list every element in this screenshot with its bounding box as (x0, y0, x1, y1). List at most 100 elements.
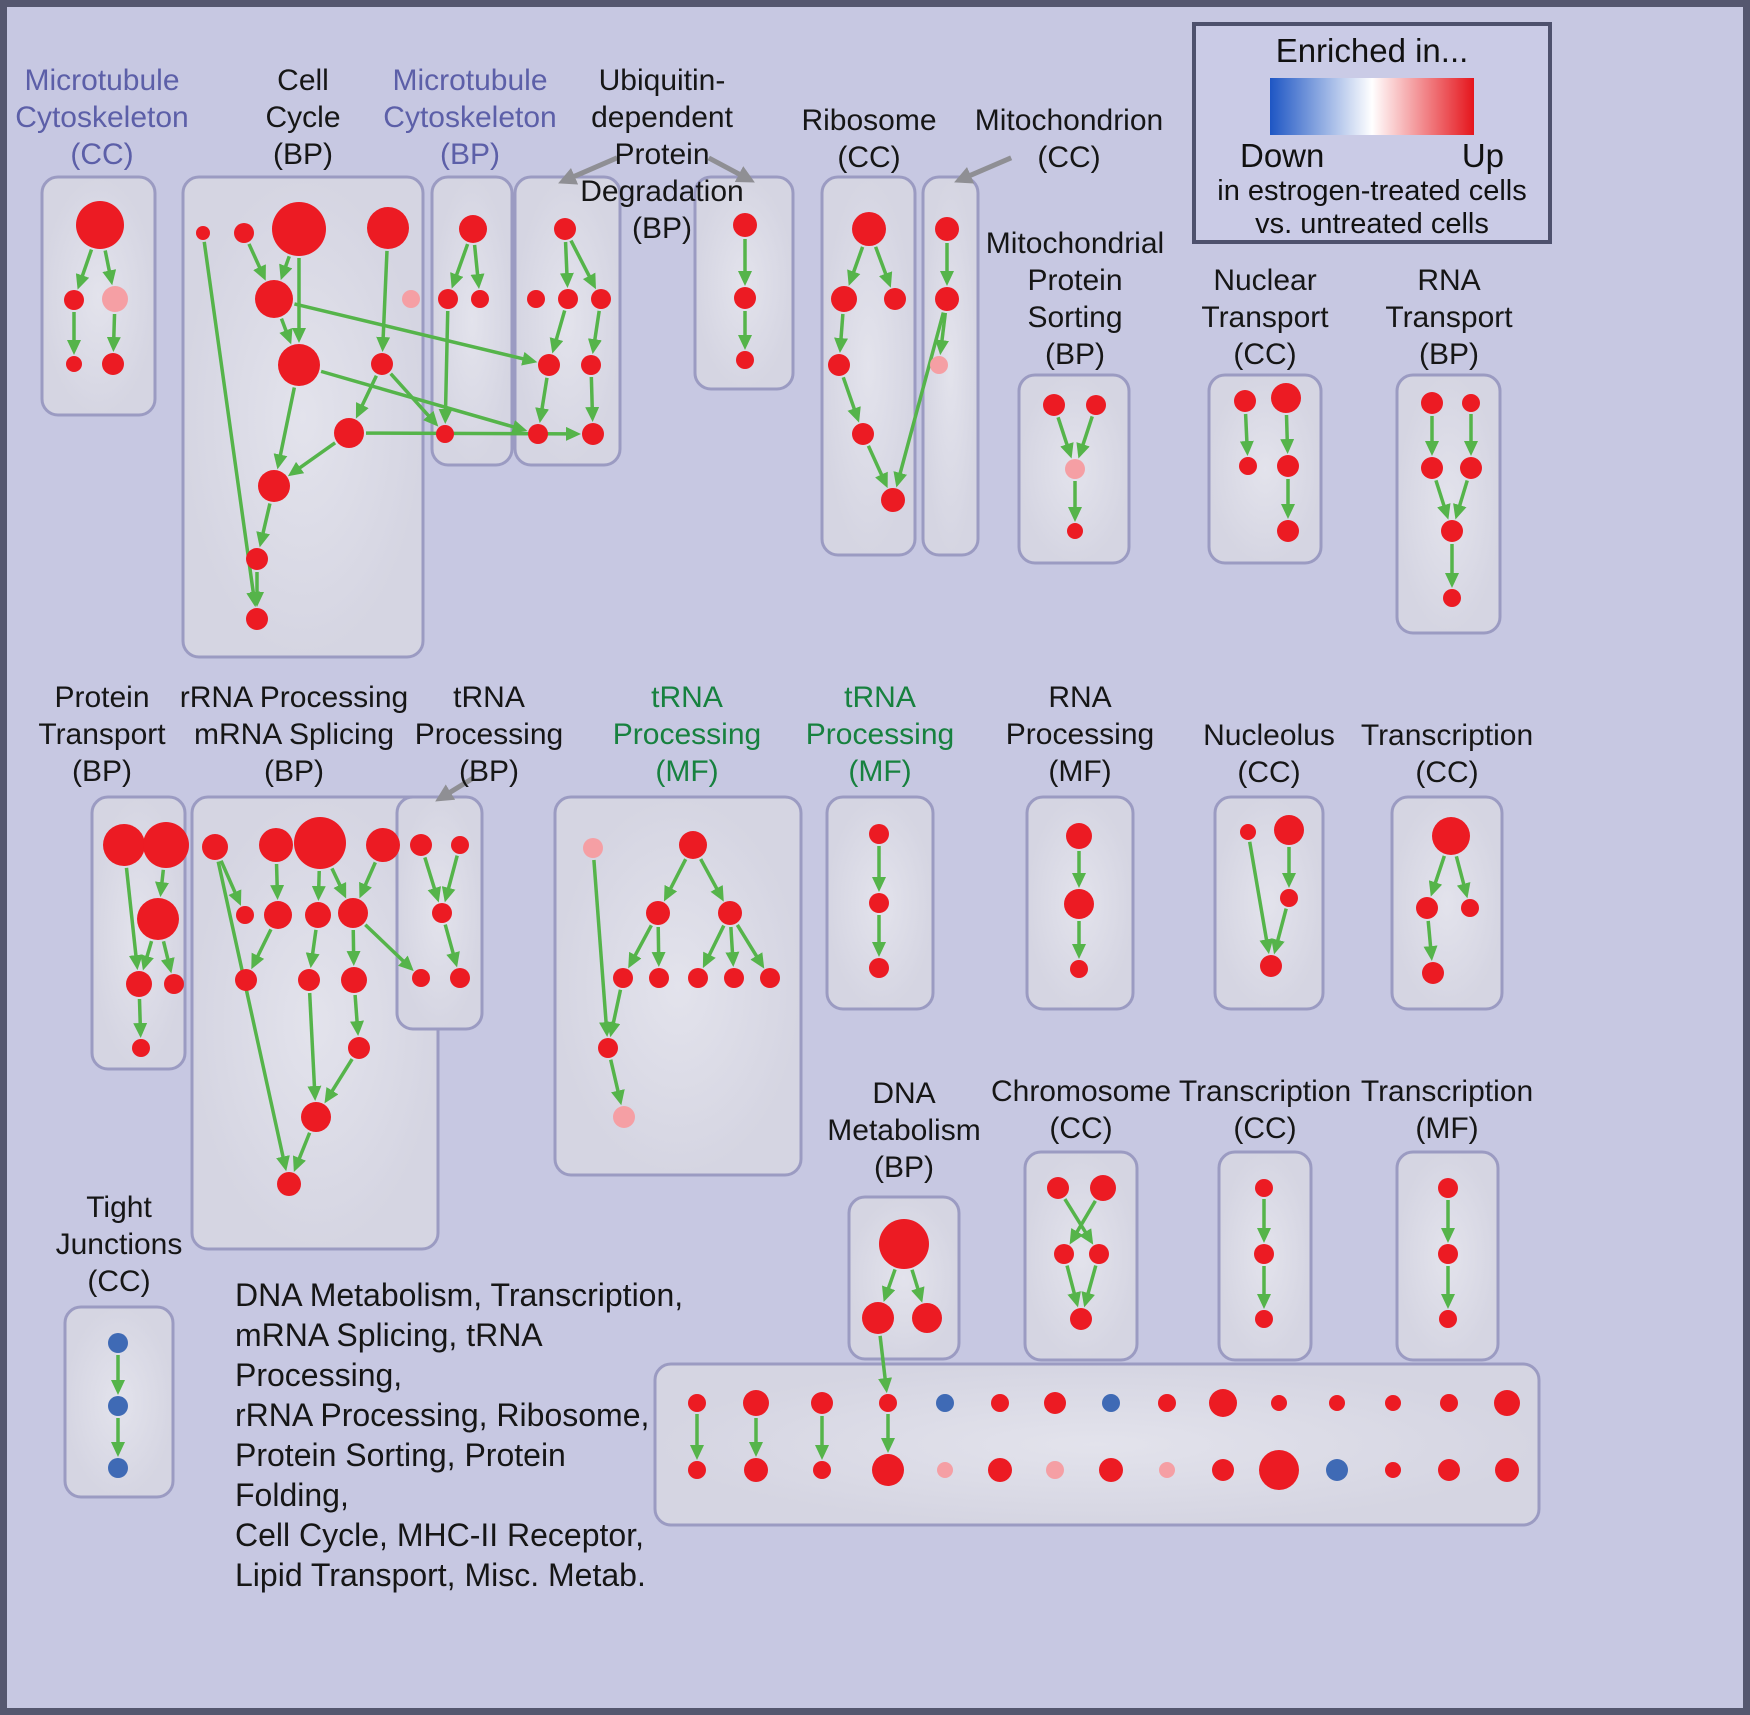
go-node-misc-clusters-2 (811, 1392, 833, 1414)
go-node-transcription-cc-upper-2 (1461, 899, 1479, 917)
cross-edge-arrow (893, 312, 946, 488)
label-trna-processing-mf-2: tRNA Processing (MF) (805, 681, 955, 788)
go-node-ubiquitin-degradation-bp-left-7 (582, 423, 604, 445)
edge-arrow (725, 926, 740, 968)
go-node-misc-clusters-1 (743, 1390, 769, 1416)
go-node-rrna-processing-mrna-splicing-bp-5 (264, 901, 292, 929)
go-node-ribosome-cc-5 (881, 488, 905, 512)
go-node-trna-processing-mf-large-8 (760, 968, 780, 988)
go-node-misc-clusters-4 (936, 1394, 954, 1412)
go-node-nucleolus-cc-0 (1240, 824, 1256, 840)
go-node-rna-processing-mf-2 (1070, 960, 1088, 978)
edge-arrow (1423, 920, 1438, 962)
go-node-transcription-cc-lower-0 (1255, 1179, 1273, 1197)
edge-arrow (106, 313, 121, 353)
go-node-misc-clusters-17 (813, 1461, 831, 1479)
label-chromosome-cc: Chromosome (CC) (990, 1075, 1172, 1145)
go-node-protein-transport-bp-5 (132, 1039, 150, 1057)
go-node-ubiquitin-degradation-bp-left-2 (558, 289, 578, 309)
go-node-ubiquitin-degradation-bp-left-6 (528, 424, 548, 444)
go-node-transcription-cc-upper-0 (1432, 817, 1470, 855)
legend-subtitle-2: vs. untreated cells (1255, 208, 1489, 240)
go-node-misc-clusters-3 (879, 1394, 897, 1412)
cluster-box-misc-clusters (653, 1362, 1541, 1527)
label-trna-processing-bp: tRNA Processing (BP) (414, 681, 564, 788)
go-node-chromosome-cc-0 (1047, 1177, 1069, 1199)
edge-arrow (359, 861, 377, 899)
edge-arrow (847, 246, 865, 286)
go-node-microtubule-cytoskeleton-cc-0 (76, 201, 124, 249)
cluster-box-chromosome-cc (1023, 1150, 1139, 1362)
go-node-ribosome-cc-0 (852, 212, 886, 246)
go-node-misc-clusters-9 (1209, 1389, 1237, 1417)
edge-arrow (1434, 479, 1451, 520)
edge-arrow (450, 243, 470, 289)
label-rrna-processing-mrna-splicing-bp: rRNA Processing mRNA Splicing (BP) (179, 681, 409, 788)
edge-arrow (133, 998, 148, 1039)
go-node-ribosome-cc-3 (828, 354, 850, 376)
edge-arrow (160, 940, 175, 974)
go-node-protein-transport-bp-2 (137, 898, 179, 940)
go-node-rrna-processing-mrna-splicing-bp-3 (366, 828, 400, 862)
go-node-mitochondrion-cc-0 (935, 217, 959, 241)
legend-down-label: Down (1240, 137, 1325, 174)
go-node-rrna-processing-mrna-splicing-bp-6 (305, 902, 331, 928)
label-transcription-cc-lower: Transcription (CC) (1178, 1075, 1352, 1145)
go-node-rrna-processing-mrna-splicing-bp-0 (202, 834, 228, 860)
label-transcription-cc-upper: Transcription (CC) (1360, 719, 1534, 789)
go-node-tight-junctions-cc-2 (108, 1458, 128, 1478)
edge-arrow (569, 239, 596, 290)
go-node-rrna-processing-mrna-splicing-bp-11 (348, 1037, 370, 1059)
go-node-trna-processing-bp-4 (450, 968, 470, 988)
go-node-ubiquitin-degradation-bp-left-1 (527, 290, 545, 308)
go-node-chromosome-cc-1 (1090, 1175, 1116, 1201)
label-nuclear-transport-cc: Nuclear Transport (CC) (1201, 264, 1329, 371)
go-node-trna-processing-bp-3 (412, 969, 430, 987)
edge-arrow (1454, 855, 1471, 899)
go-node-mitochondrial-protein-sorting-bp-2 (1065, 459, 1085, 479)
go-node-cell-cycle-bp-7 (371, 353, 393, 375)
edge-arrow (1271, 908, 1288, 955)
cluster-box-mitochondrion-cc (921, 175, 980, 557)
go-node-trna-processing-bp-2 (432, 903, 452, 923)
go-node-trna-processing-mf-small-2 (869, 958, 889, 978)
go-node-tight-junctions-cc-0 (108, 1333, 128, 1353)
label-cell-cycle-bp: Cell Cycle (BP) (265, 64, 341, 171)
go-node-misc-clusters-26 (1326, 1459, 1348, 1481)
edge-arrow (735, 924, 765, 969)
go-node-cell-cycle-bp-5 (402, 290, 420, 308)
go-node-rrna-processing-mrna-splicing-bp-2 (294, 817, 346, 869)
legend-up-label: Up (1461, 137, 1504, 174)
go-node-microtubule-cytoskeleton-bp-0 (459, 215, 487, 243)
cluster-box-microtubule-cytoskeleton-cc (40, 175, 157, 417)
label-mitochondrion-cc: Mitochondrion (CC) (974, 104, 1164, 174)
cluster-box-transcription-cc-upper (1390, 795, 1504, 1011)
go-node-chromosome-cc-2 (1054, 1244, 1074, 1264)
go-node-transcription-mf-2 (1439, 1310, 1457, 1328)
go-node-microtubule-cytoskeleton-bp-1 (438, 289, 458, 309)
edge-arrow (102, 250, 117, 286)
go-node-nucleolus-cc-1 (1274, 815, 1304, 845)
go-node-cell-cycle-bp-9 (258, 470, 290, 502)
go-node-protein-transport-bp-3 (126, 971, 152, 997)
go-node-misc-clusters-12 (1385, 1395, 1401, 1411)
edge-arrow (470, 244, 485, 290)
go-node-rrna-processing-mrna-splicing-bp-9 (298, 969, 320, 991)
go-node-ubiquitin-degradation-bp-left-0 (554, 218, 576, 240)
go-node-trna-processing-mf-large-2 (646, 901, 670, 925)
edge-arrow (219, 860, 242, 906)
label-ubiquitin-degradation-bp: Ubiquitin- dependent Protein Degradation… (580, 64, 744, 245)
edge-arrow (324, 1058, 354, 1104)
go-node-ribosome-cc-1 (831, 286, 857, 312)
edge-arrow (307, 992, 322, 1102)
edge-arrow (330, 867, 347, 899)
cross-edge-arrow (320, 369, 528, 434)
go-node-rna-transport-bp-2 (1421, 457, 1443, 479)
go-node-misc-clusters-24 (1212, 1459, 1234, 1481)
go-node-trna-processing-mf-small-1 (869, 893, 889, 913)
edge-arrow (438, 310, 453, 425)
edge-arrow (910, 1269, 925, 1303)
go-node-transcription-cc-lower-2 (1255, 1310, 1273, 1328)
edge-arrow (841, 376, 861, 423)
cross-edge-arrow (294, 302, 538, 366)
